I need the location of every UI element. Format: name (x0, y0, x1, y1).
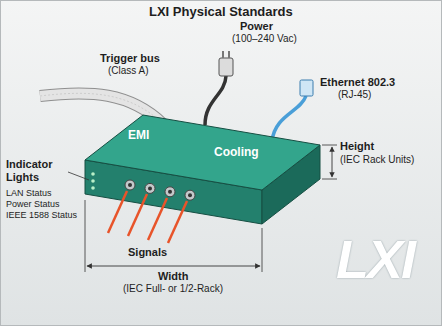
watermark: LXI (336, 228, 414, 290)
status-label: Power Status (6, 199, 60, 209)
box-label: EMI (128, 129, 149, 143)
signal-line (148, 198, 167, 240)
ethernet-cable (272, 96, 306, 141)
signal-line (128, 194, 147, 236)
power-cord (205, 76, 226, 125)
part-label: Signals (128, 246, 167, 259)
part-label: Trigger bus (100, 52, 160, 65)
dimension-label: Width (158, 270, 188, 283)
plug-prong (222, 51, 224, 58)
bnc-pin (188, 193, 192, 197)
signal-line (168, 201, 187, 243)
signal-line (108, 191, 127, 233)
part-label: Indicator Lights (6, 158, 68, 183)
spec-label: (IEC Rack Units) (340, 154, 414, 166)
extension-line (322, 179, 337, 180)
indicator-light (91, 179, 95, 183)
extension-line (85, 200, 86, 272)
bnc-pin (168, 190, 172, 194)
leader-line (68, 172, 89, 180)
plug-prong (228, 51, 230, 58)
bnc-connector (165, 187, 175, 197)
box-label: Cooling (214, 146, 259, 160)
indicator-light (91, 186, 95, 190)
extension-line (262, 228, 263, 272)
bnc-connector (125, 180, 135, 190)
spec-label: (100–240 Vac) (232, 33, 297, 45)
rj45-plug (300, 80, 313, 96)
dimension-label: Height (340, 140, 374, 153)
status-label: IEEE 1588 Status (6, 210, 77, 220)
bnc-connector (185, 190, 195, 200)
part-label: Power (240, 20, 273, 33)
bnc-pin (128, 183, 132, 187)
bnc-pin (148, 186, 152, 190)
power-plug (219, 58, 233, 76)
dimension-line (332, 147, 333, 177)
part-label: Ethernet 802.3 (320, 76, 395, 89)
spec-label: (Class A) (108, 65, 149, 77)
indicator-light (91, 172, 95, 176)
spec-label: (IEC Full- or 1/2-Rack) (123, 283, 223, 295)
diagram-title: LXI Physical Standards (149, 5, 293, 20)
bnc-connector (145, 183, 155, 193)
dimension-line (87, 266, 260, 267)
spec-label: (RJ-45) (338, 89, 371, 101)
extension-line (322, 145, 337, 146)
status-label: LAN Status (6, 188, 52, 198)
box-top (85, 115, 320, 190)
